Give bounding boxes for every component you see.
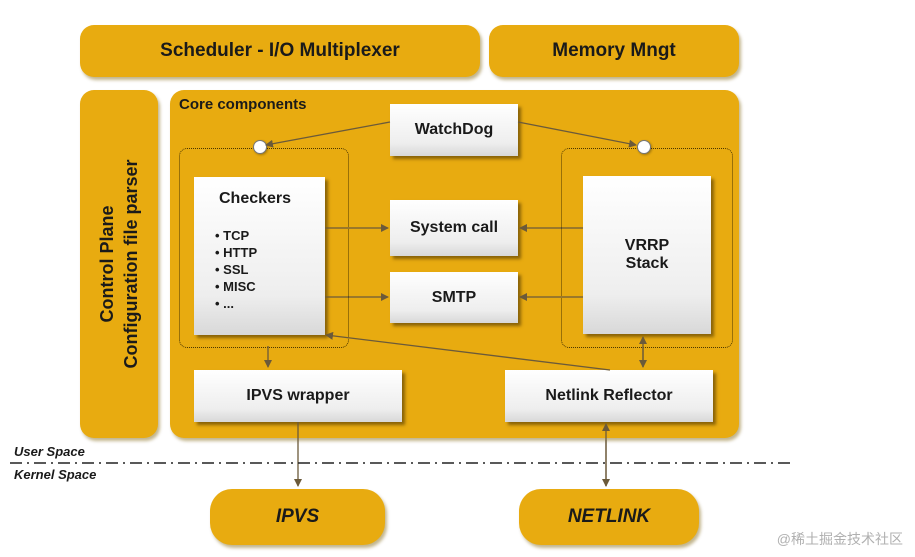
watchdog-right-endpoint xyxy=(637,140,651,154)
vrrp-label-line2: Stack xyxy=(625,255,669,272)
control-plane-line1: Control Plane xyxy=(97,205,117,323)
scheduler-bar: Scheduler - I/O Multiplexer xyxy=(80,25,480,77)
vrrp-stack-box: VRRP Stack xyxy=(583,176,711,334)
checker-item-tcp: TCP xyxy=(215,227,257,244)
checker-item-http: HTTP xyxy=(215,244,257,261)
ipvs-wrapper-box: IPVS wrapper xyxy=(194,370,402,422)
memory-label: Memory Mngt xyxy=(552,40,676,61)
watchdog-left-endpoint xyxy=(253,140,267,154)
kernel-space-label: Kernel Space xyxy=(14,467,97,482)
control-plane-panel: Control Plane Configuration file parser xyxy=(80,90,158,438)
ipvs-kernel-label: IPVS xyxy=(275,506,320,527)
netlink-reflector-box: Netlink Reflector xyxy=(505,370,713,422)
system-call-box: System call xyxy=(390,200,518,256)
vrrp-label-line1: VRRP xyxy=(624,237,670,254)
checker-item-ssl: SSL xyxy=(215,261,257,278)
watchdog-label: WatchDog xyxy=(414,121,494,138)
ipvs-wrapper-label: IPVS wrapper xyxy=(246,387,350,404)
user-space-label: User Space xyxy=(14,444,85,459)
control-plane-text: Control Plane Configuration file parser xyxy=(95,159,143,368)
netlink-kernel-pill: NETLINK xyxy=(519,489,699,545)
memory-management-bar: Memory Mngt xyxy=(489,25,739,77)
system-call-label: System call xyxy=(409,219,499,236)
netlink-reflector-label: Netlink Reflector xyxy=(545,387,673,404)
ipvs-kernel-pill: IPVS xyxy=(210,489,385,545)
core-components-title: Core components xyxy=(179,96,307,113)
checker-item-misc: MISC xyxy=(215,278,257,295)
checker-item-more: ... xyxy=(215,295,257,312)
watermark: @稀土掘金技术社区 xyxy=(776,531,903,547)
watchdog-box: WatchDog xyxy=(390,104,518,156)
smtp-box: SMTP xyxy=(390,272,518,323)
checkers-title: Checkers xyxy=(219,190,292,207)
scheduler-label: Scheduler - I/O Multiplexer xyxy=(160,40,400,61)
netlink-kernel-label: NETLINK xyxy=(567,506,651,527)
control-plane-line2: Configuration file parser xyxy=(121,159,141,369)
checkers-list: TCP HTTP SSL MISC ... xyxy=(215,227,257,312)
smtp-label: SMTP xyxy=(431,288,477,306)
checkers-box: Checkers TCP HTTP SSL MISC ... xyxy=(194,177,325,335)
